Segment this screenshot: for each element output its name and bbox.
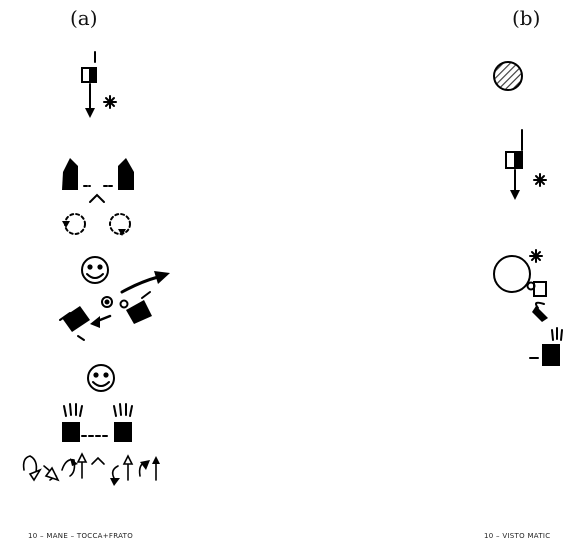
a-handshape-group-3 — [59, 256, 170, 341]
panel-a-caption: 10 – MANE – TOCCA+FRATO — [28, 532, 134, 540]
a-handshape-group-4 — [62, 364, 133, 442]
panel-b-notation — [493, 61, 563, 366]
contact-star-icon — [103, 95, 117, 109]
contact-star-icon — [533, 173, 547, 187]
b-handshape-group-1 — [505, 129, 547, 200]
a-movement-arrows-row — [22, 452, 160, 486]
a-handshape-group-1 — [81, 51, 117, 118]
panel-a-label: (a) — [70, 6, 98, 30]
panel-b-label: (b) — [512, 6, 541, 30]
face-icon — [81, 256, 109, 284]
spread-fingers-left-icon — [63, 403, 83, 417]
rotation-circle-right-icon — [109, 213, 131, 236]
b-handshape-group-2 — [493, 249, 563, 366]
a-handshape-group-2 — [62, 158, 134, 236]
contact-star-icon — [529, 249, 543, 263]
spread-fingers-icon — [551, 327, 563, 341]
panel-b-caption: 10 – VISTO MATIC — [484, 532, 551, 540]
hatched-circle-icon — [493, 61, 523, 91]
rotation-circle-left-icon — [62, 213, 86, 235]
spread-fingers-right-icon — [113, 403, 133, 417]
target-location-icon — [101, 296, 113, 308]
panel-a-notation — [22, 51, 170, 486]
face-icon — [87, 364, 115, 392]
